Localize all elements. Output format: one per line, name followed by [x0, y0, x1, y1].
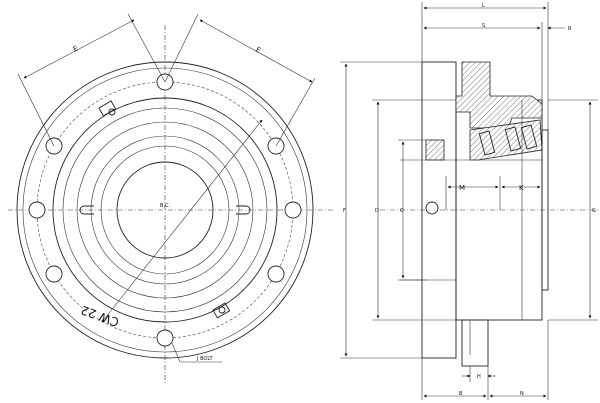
dimension-k: K	[501, 184, 541, 192]
front-view: E E B.C. CW 22 J BOLT	[8, 13, 335, 385]
label-d: D	[375, 208, 379, 214]
bolt-hole-right	[284, 201, 302, 219]
housing-rim-circle	[22, 67, 308, 353]
dimension-c: C	[398, 139, 426, 281]
rear-cap	[541, 129, 549, 291]
label-m: M	[459, 184, 465, 192]
housing-outer-circle	[16, 61, 314, 359]
label-r: R	[568, 26, 572, 32]
side-view: L S R F D C	[340, 2, 598, 400]
dimension-h: H	[462, 366, 496, 382]
bolt-hole-lower-right	[267, 265, 285, 283]
label-s: S	[482, 23, 485, 29]
bolt-hole-bottom	[156, 329, 174, 347]
label-e-left: E	[72, 44, 80, 53]
label-bolt-circle: B.C.	[160, 203, 171, 209]
left-keyway-slot	[79, 205, 94, 215]
label-j-bolt: J BOLT	[196, 356, 213, 362]
dimension-r: R	[547, 26, 572, 32]
dimension-d: D	[372, 99, 462, 321]
dimension-e-right: E	[164, 13, 316, 147]
label-f: F	[343, 208, 346, 214]
dimension-f: F	[340, 61, 422, 359]
label-c: C	[400, 208, 404, 214]
shaft-stub	[461, 319, 489, 367]
label-e-right: E	[254, 46, 262, 55]
dimension-b: B	[421, 358, 489, 400]
label-b: B	[459, 391, 463, 397]
label-h: H	[477, 374, 481, 380]
set-screw-hole	[425, 201, 439, 215]
grease-fitting-upper	[98, 100, 117, 117]
dimension-e-left: E	[17, 13, 166, 147]
dimension-s: S	[423, 22, 543, 100]
j-bolt-leader	[171, 342, 181, 363]
label-g: G	[592, 208, 596, 214]
label-l: L	[482, 3, 485, 9]
stamp-cw22: CW 22	[79, 303, 121, 330]
bolt-hole-lower-left	[45, 265, 63, 283]
dimension-g: G	[548, 99, 598, 321]
bolt-circle-diameter-line	[101, 119, 263, 323]
hatched-housing-section	[455, 61, 543, 129]
hatched-bearing-race	[469, 119, 543, 161]
hatched-seal	[425, 139, 445, 161]
label-n: N	[520, 391, 524, 397]
bolt-hole-left	[28, 201, 46, 219]
label-k: K	[519, 184, 524, 192]
dimension-n: N	[489, 320, 549, 400]
tapered-rollers	[478, 124, 538, 156]
dimension-l: L	[421, 2, 549, 130]
bolt-holes	[28, 73, 302, 347]
dimension-m: M	[447, 184, 499, 192]
